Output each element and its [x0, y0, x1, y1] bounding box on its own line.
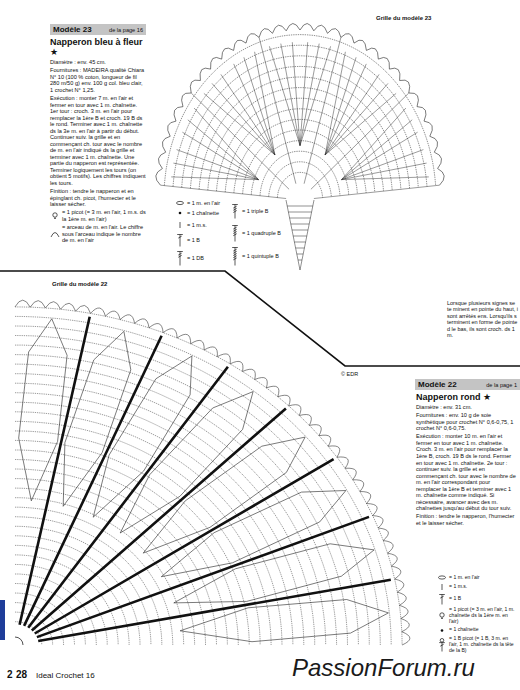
body-text: Exécution : monter 10 m. en l'air et fer… [416, 433, 516, 511]
stitch-symbol [230, 224, 240, 242]
body-text: Diamètre : env. 45 cm. [50, 59, 146, 66]
chart-lines [15, 300, 410, 645]
stitch-symbol [175, 209, 185, 217]
legend-item: = 1 quintuple B [230, 246, 292, 266]
model-number: Modèle 23 [53, 25, 92, 34]
legend-item: = 1 m.s. [175, 220, 229, 230]
body-text: Fournitures : env. 10 g de soie synthéti… [416, 412, 516, 432]
legend-item: = 1 B picot (= 1 B, 3 m. en l'air, 1 m. … [437, 636, 517, 654]
stitch-symbol [437, 583, 447, 591]
legend-item: = 1 quadruple B [230, 224, 292, 242]
legend-text: = 1 triple B [242, 208, 292, 214]
legend-item: = 1 B [437, 593, 517, 605]
legend-text: = 1 chaînette [187, 210, 229, 216]
legend-item: = 1 chaînette [437, 627, 517, 634]
header-band: Modèle 22 de la page 1 [415, 379, 520, 390]
legend-item: = 1 triple B [230, 203, 292, 219]
legend-item: = 1 DB [175, 250, 229, 266]
stitch-symbol [230, 246, 240, 266]
legend-item: = 1 m.s. [437, 583, 517, 591]
legend-item: = 1 m. en l'air [437, 574, 517, 581]
stitch-symbol [50, 230, 60, 238]
text-column: Napperon rond ★ Diamètre : env. 31 cm.Fou… [416, 392, 516, 528]
chart-lines [15, 307, 402, 645]
stitch-symbol [175, 220, 185, 230]
heading: Grille du modèle 22 [52, 281, 142, 288]
stitch-symbol [437, 627, 447, 634]
stitch-symbol [437, 638, 447, 652]
chart-lines [15, 637, 23, 645]
body-text: Exécution : monter 7 m. en l'air et ferm… [50, 95, 146, 186]
legend-item: = arceau de m. en l'air. Le chiffre sous… [50, 224, 146, 244]
heading: Napperon rond ★ [416, 392, 516, 402]
legend-item: = 1 picot (= 3 m. en l'air, 1 m. chaînet… [437, 607, 517, 625]
watermark: PassionForum.ru [292, 655, 475, 681]
body-text: Fournitures : MADEIRA qualité Chiara N° … [50, 67, 146, 93]
legend-text: = 1 quintuple B [242, 253, 292, 259]
stitch-symbol [230, 203, 240, 219]
legend-text: = arceau de m. en l'air. Le chiffre sous… [62, 224, 146, 244]
page-reference: de la page 16 [109, 27, 143, 34]
legend-text: = 1 picot (= 3 m. en l'air, 1 m.s. ds la… [62, 209, 146, 222]
body-text: Ideal Crochet 16 [36, 671, 95, 680]
legend-item: = 1 picot (= 3 m. en l'air, 1 m.s. ds la… [50, 209, 146, 222]
heading: Grille du modèle 23 [376, 15, 460, 22]
header-band: Modèle 23 de la page 16 [50, 24, 146, 35]
chart-lines [20, 317, 391, 641]
stitch-symbol [175, 199, 185, 207]
stitch-symbol [437, 574, 447, 581]
stitch-symbol [50, 212, 60, 220]
heading: Napperon bleu à fleur ★ [50, 37, 146, 57]
legend-text: = 1 quadruple B [242, 230, 292, 236]
text-column: Napperon bleu à fleur ★ Diamètre : env. 4… [50, 37, 146, 246]
legend-text: = 1 m.s. [449, 584, 517, 590]
stitch-symbol [437, 593, 447, 605]
legend-item: = 1 chaînette [175, 209, 229, 217]
page-divider [0, 271, 520, 366]
stitch-symbol [437, 612, 447, 620]
chart-lines [286, 200, 314, 270]
stitch-symbol [175, 250, 185, 266]
legend-text: = 1 m. en l'air [449, 575, 517, 581]
chart-22 [15, 300, 410, 645]
legend-item: = 1 B [175, 233, 229, 247]
chart-lines [156, 23, 444, 185]
stitch-symbol [175, 233, 185, 247]
legend-text: = 1 B picot (= 1 B, 3 m. en l'air, 1 m. … [449, 636, 517, 654]
edge-bar [0, 600, 5, 640]
body-text: Diamètre : env. 31 cm. [416, 404, 516, 411]
heading: 28 [16, 669, 27, 681]
body-text: Finition : tendre le napperon et en épin… [50, 188, 146, 208]
legend-text: = 1 m.s. [187, 222, 229, 228]
legend-text: = 1 DB [187, 255, 229, 261]
legend-text: = 1 m. en l'air [187, 200, 229, 206]
legend-item: = 1 m. en l'air [175, 199, 229, 207]
chart-lines [161, 37, 440, 198]
legend-text: = 1 B [187, 237, 229, 243]
model-number: Modèle 22 [418, 380, 457, 389]
legend-text: = 1 B [449, 596, 517, 602]
text-column: = 1 m. en l'air = 1 m.s. = 1 B = 1 picot (=… [437, 574, 517, 656]
body-text: © EDR [341, 371, 381, 377]
chart-23 [156, 23, 444, 270]
legend-text: = 1 picot (= 3 m. en l'air, 1 m. chaînet… [449, 607, 517, 625]
body-text: Finition : tendre le napperon, l'humecte… [416, 513, 516, 526]
body-text: Lorsque plusieurs signes se te minent en… [447, 300, 518, 339]
heading: 2 [7, 669, 13, 681]
page-reference: de la page 1 [486, 382, 517, 389]
legend-text: = 1 chaînette [449, 627, 517, 633]
chart-lines [164, 35, 435, 198]
